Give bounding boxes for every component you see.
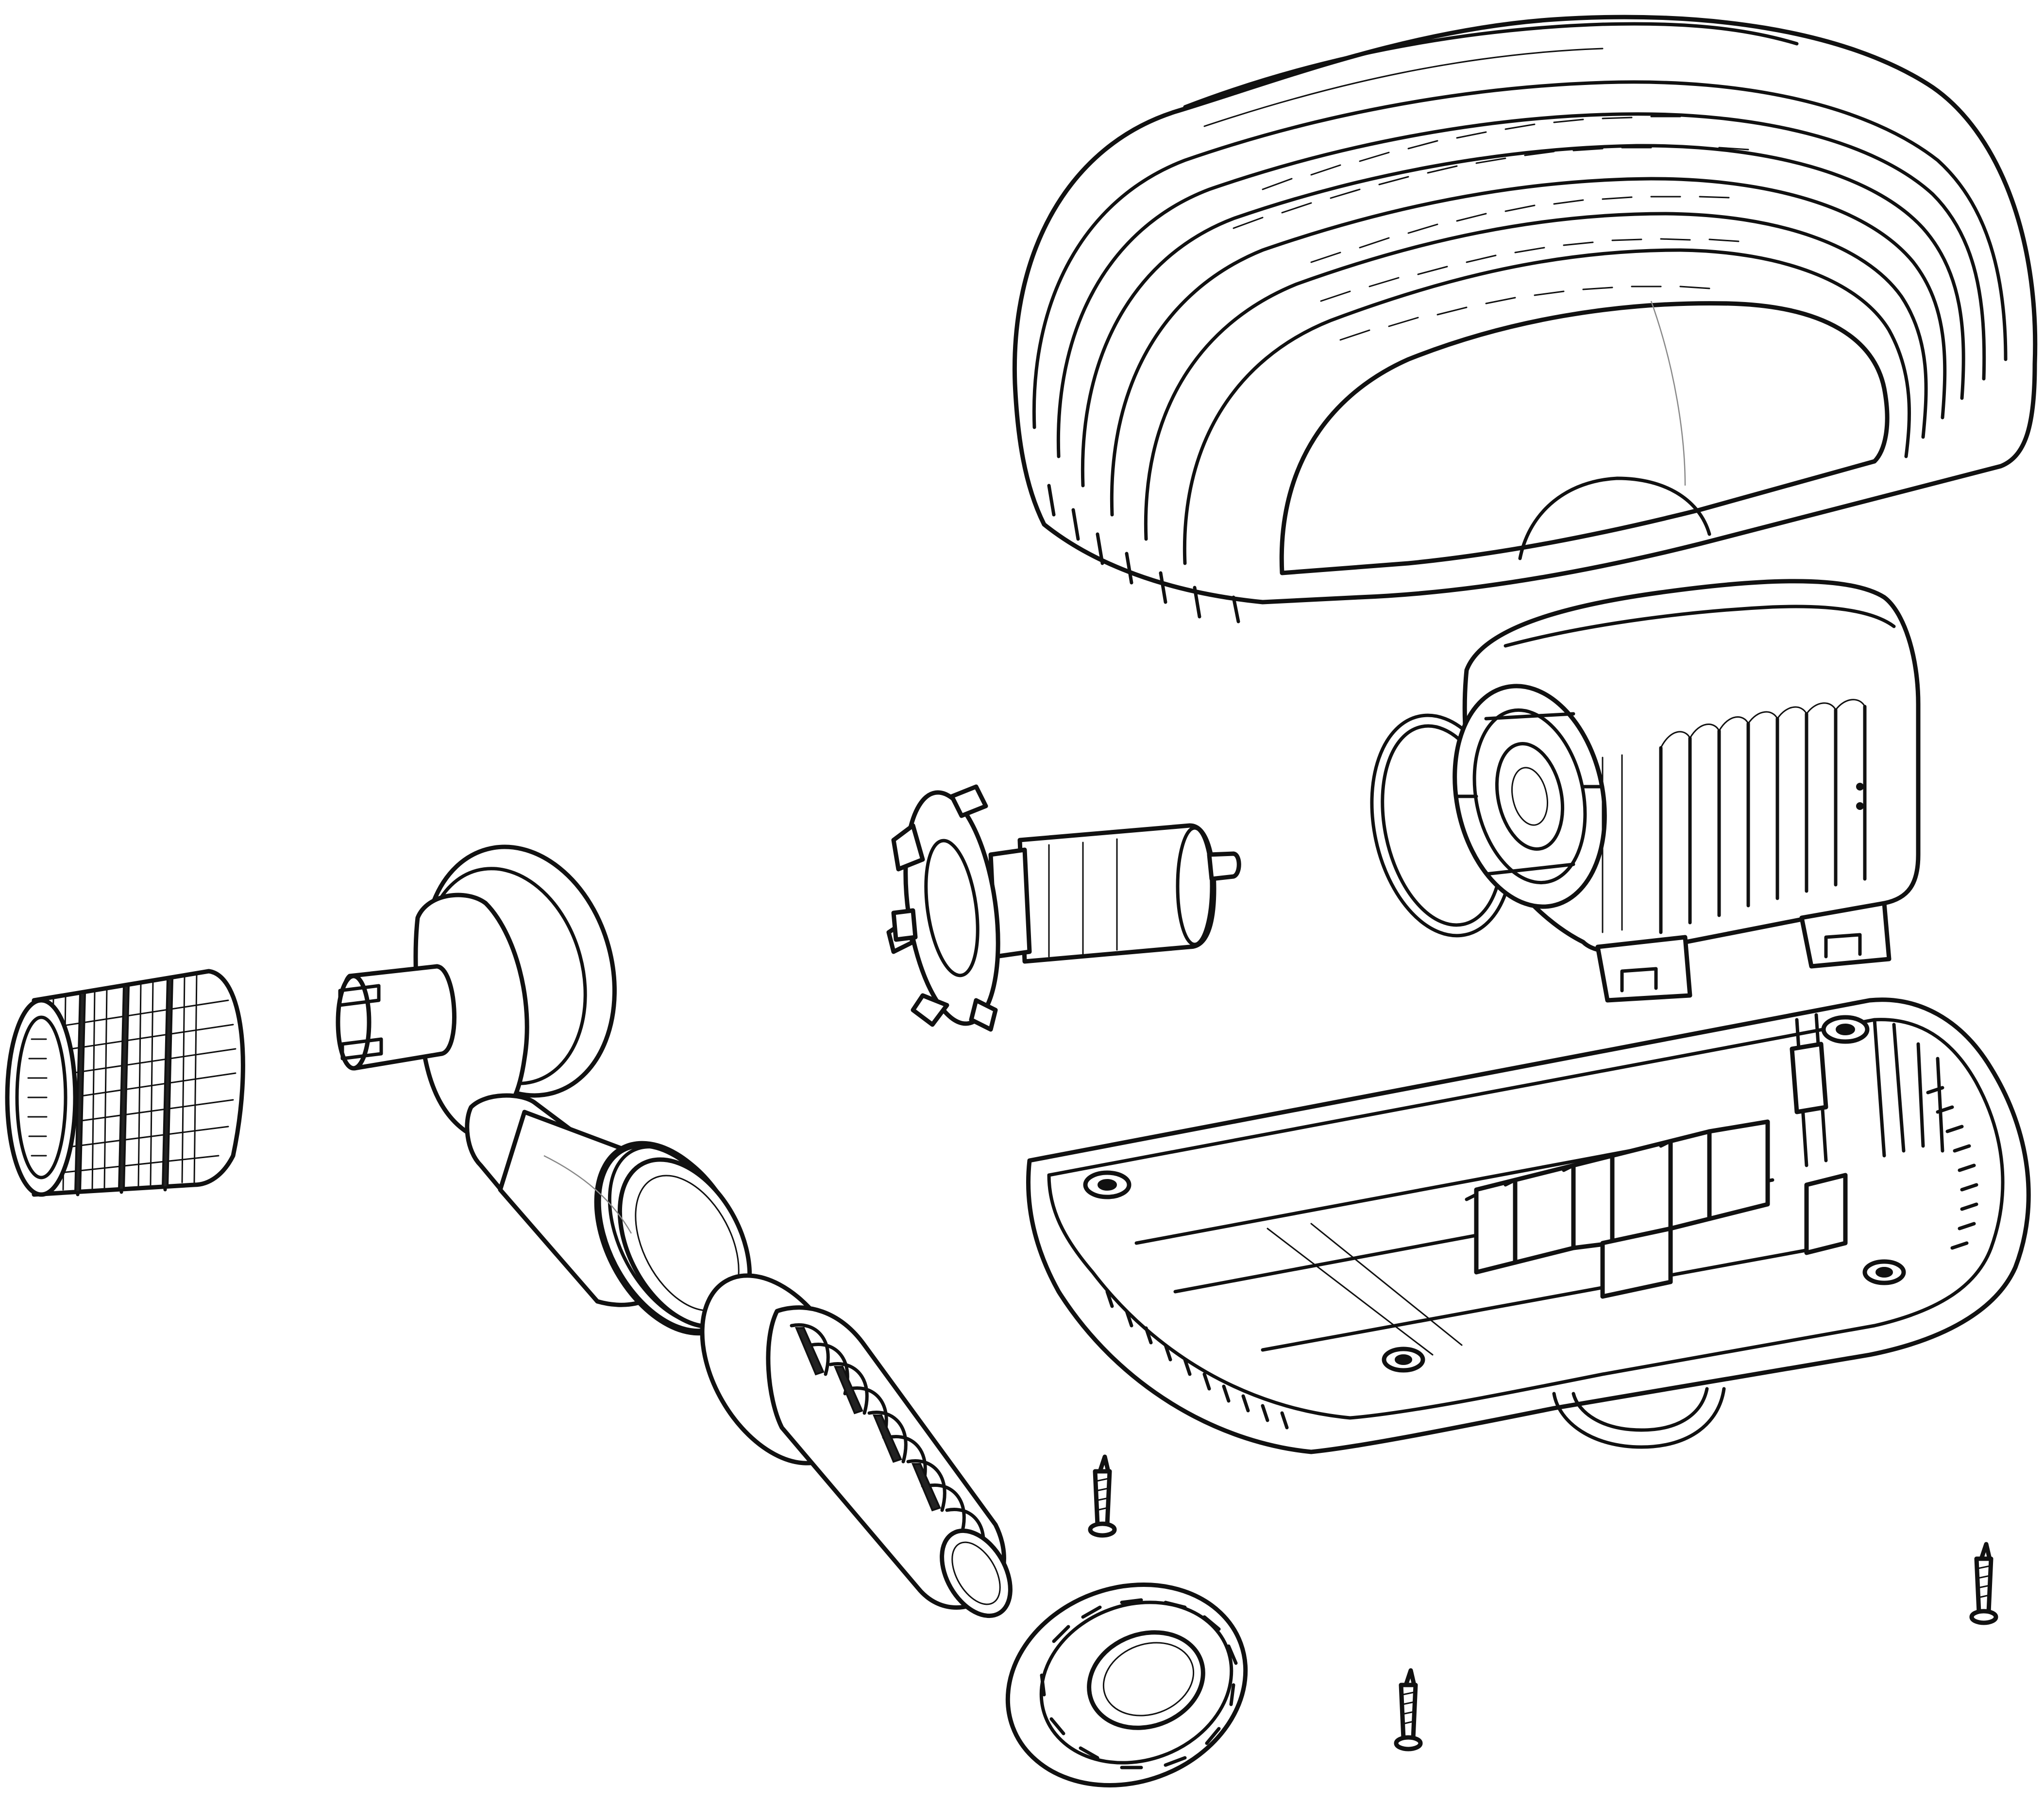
pump-chamber [336,844,752,1336]
hose-tail-ribs [790,1323,985,1561]
base-tray-vents [1105,1086,1978,1430]
union-nut [1005,1583,1248,1787]
motor-cooling-fins [1602,699,1867,934]
stepped-hose-tail [700,1273,1013,1618]
base-tray [1026,997,2031,1454]
base-tray-partitions [1465,1013,1944,1299]
screw [1969,1542,1998,1625]
top-housing-cover [1012,15,2038,623]
intake-strainer [5,969,245,1197]
screw [1394,1668,1423,1752]
impeller-rotor [886,784,1241,1032]
motor-unit [1453,579,1921,1003]
union-nut-grip-slots [1040,1598,1238,1769]
screw [1088,1454,1117,1538]
strainer-grille [38,973,236,1196]
cover-vent-slots [1233,116,1749,341]
